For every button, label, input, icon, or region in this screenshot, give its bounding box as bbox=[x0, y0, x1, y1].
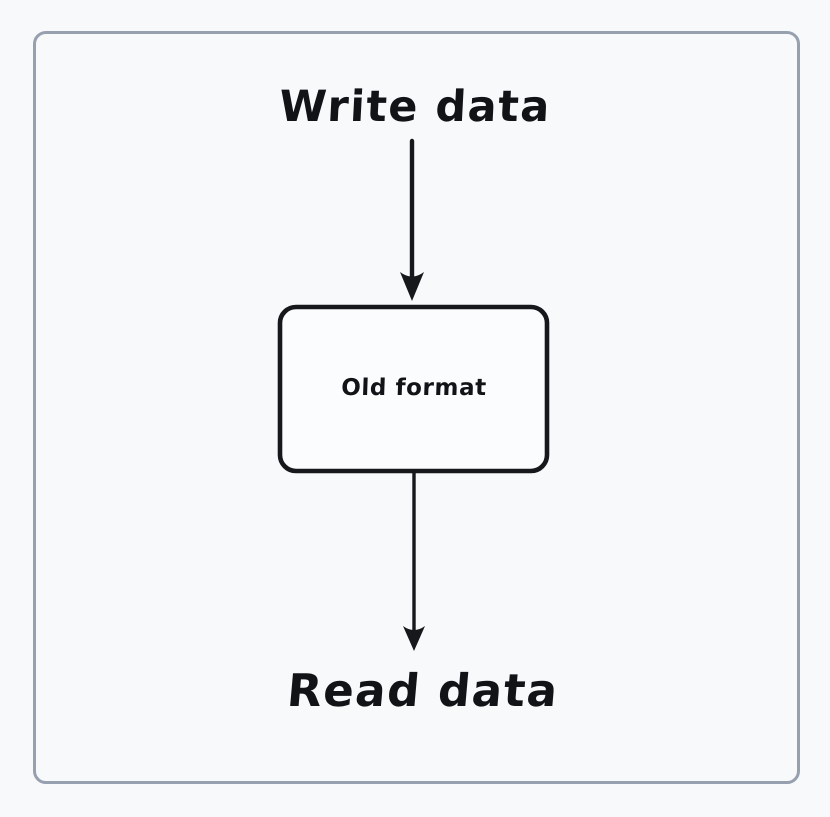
read-data-label: Read data bbox=[284, 664, 562, 717]
write-data-label: Write data bbox=[277, 82, 553, 132]
node-old-format-label: Old format bbox=[340, 375, 488, 401]
